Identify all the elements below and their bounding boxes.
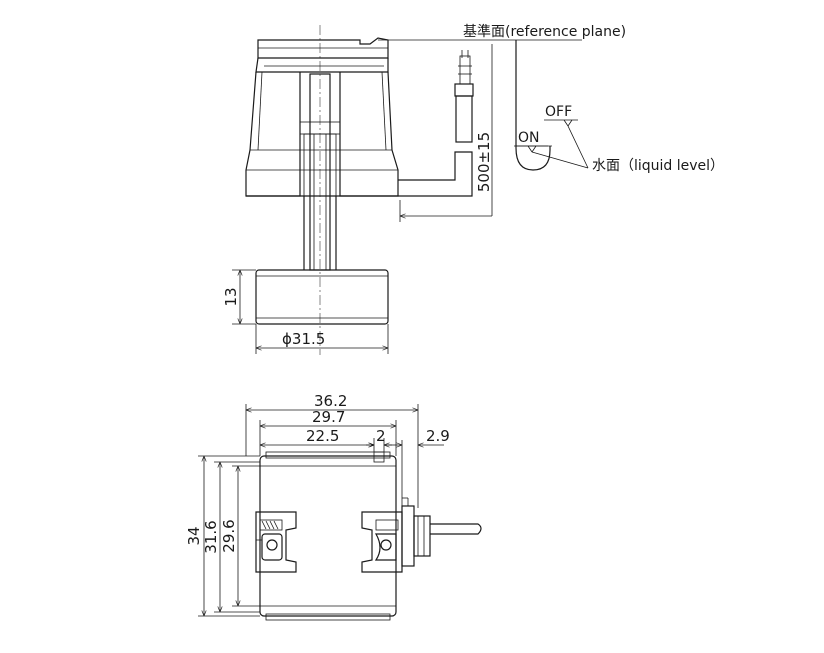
- gap-dimension: 2: [366, 427, 392, 445]
- height-total-text: 34: [185, 526, 203, 545]
- gap-text: 2: [376, 427, 386, 445]
- float-diameter-dimension: ϕ31.5: [255, 324, 389, 354]
- top-view-cable-exit: [401, 497, 482, 567]
- top-view-body: [259, 451, 397, 621]
- height-mid-dimension: 31.6: [202, 461, 260, 613]
- width-total-dimension: 36.2: [245, 392, 419, 508]
- width-inner-text: 22.5: [306, 427, 339, 445]
- switch-top-cap: [255, 37, 389, 73]
- float-height-text: 13: [222, 287, 240, 306]
- height-inner-dimension: 29.6: [220, 465, 260, 607]
- off-label: OFF: [545, 104, 572, 120]
- width-total-text: 36.2: [314, 392, 347, 410]
- height-inner-text: 29.6: [220, 519, 238, 552]
- float: [255, 269, 389, 325]
- top-view: 36.2 29.7 22.5 2 2.9: [185, 392, 482, 621]
- float-height-dimension: 13: [222, 269, 256, 325]
- cable: [398, 50, 474, 197]
- on-label: ON: [518, 130, 540, 146]
- height-total-dimension: 34: [185, 455, 260, 617]
- side-view: 基準面(reference plane) 500±15 OFF ON 水面（li…: [222, 23, 724, 355]
- reference-plane-label: 基準面(reference plane): [463, 23, 626, 40]
- liquid-level-label: 水面（liquid level）: [592, 158, 724, 174]
- width-body-dimension: 29.7: [259, 408, 397, 456]
- left-clip: [255, 511, 297, 573]
- width-inner-dimension: 22.5: [260, 427, 385, 452]
- height-mid-text: 31.6: [202, 520, 220, 553]
- offset-dimension: 2.9: [386, 427, 450, 506]
- liquid-level-detail: OFF ON 水面（liquid level）: [514, 40, 724, 174]
- offset-text: 2.9: [426, 427, 450, 445]
- width-body-text: 29.7: [312, 408, 345, 426]
- cable-length-dimension: 500±15: [399, 44, 493, 222]
- cable-length-text: 500±15: [475, 132, 493, 192]
- float-diameter-text: ϕ31.5: [282, 330, 325, 348]
